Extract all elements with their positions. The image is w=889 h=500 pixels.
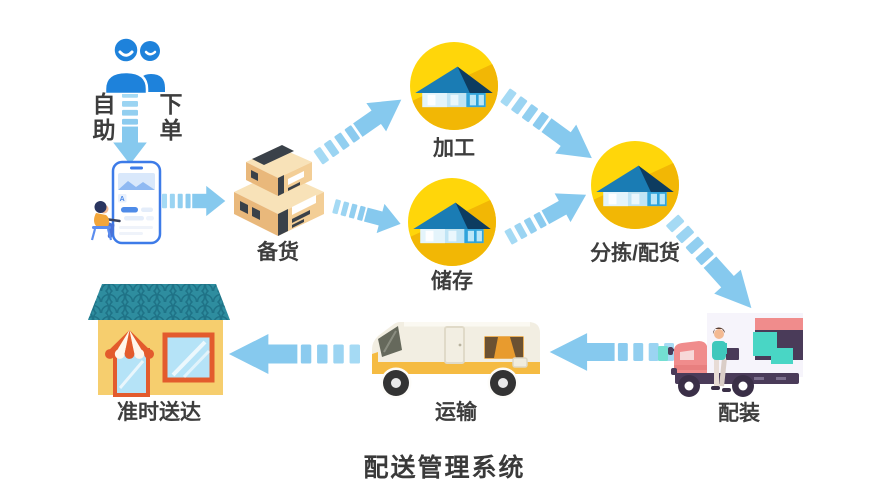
seated-person-icon bbox=[90, 201, 121, 241]
diagram-title: 配送管理系统 bbox=[363, 454, 526, 482]
users-icon bbox=[103, 36, 165, 94]
arrow-loading-transport-icon bbox=[549, 333, 674, 371]
process-label: 加工 bbox=[433, 137, 475, 160]
arrow-transport-delivery-icon bbox=[228, 334, 360, 374]
arrow-process-sorting-icon bbox=[494, 80, 603, 173]
app-avatar-letter: A bbox=[120, 196, 125, 203]
sorting-label: 分拣/配货 bbox=[590, 242, 680, 265]
rv-truck-icon bbox=[372, 322, 540, 399]
loading-truck-icon bbox=[658, 313, 803, 397]
transport-label: 运输 bbox=[435, 401, 477, 424]
arrow-stock-storage-icon bbox=[330, 191, 405, 239]
storage-label: 储存 bbox=[431, 270, 473, 293]
loading-label: 配装 bbox=[718, 402, 760, 425]
stock-label: 备货 bbox=[257, 241, 299, 264]
order-label-left: 自助 bbox=[89, 92, 115, 144]
storefront-icon bbox=[88, 284, 230, 397]
awning-icon bbox=[105, 330, 154, 359]
small-box bbox=[246, 145, 312, 196]
arrow-phone-stock-icon bbox=[162, 185, 226, 217]
storage-house-node-icon bbox=[408, 178, 496, 266]
process-house-node-icon bbox=[410, 42, 498, 130]
arrow-order-phone-icon bbox=[113, 92, 147, 165]
phone-order-illustration: A bbox=[90, 160, 162, 245]
loader-person-icon bbox=[711, 327, 739, 392]
delivery-label: 准时送达 bbox=[117, 401, 201, 424]
boxes-icon bbox=[234, 145, 324, 236]
order-label-right: 下单 bbox=[156, 92, 182, 144]
sorting-house-node-icon bbox=[591, 141, 679, 229]
